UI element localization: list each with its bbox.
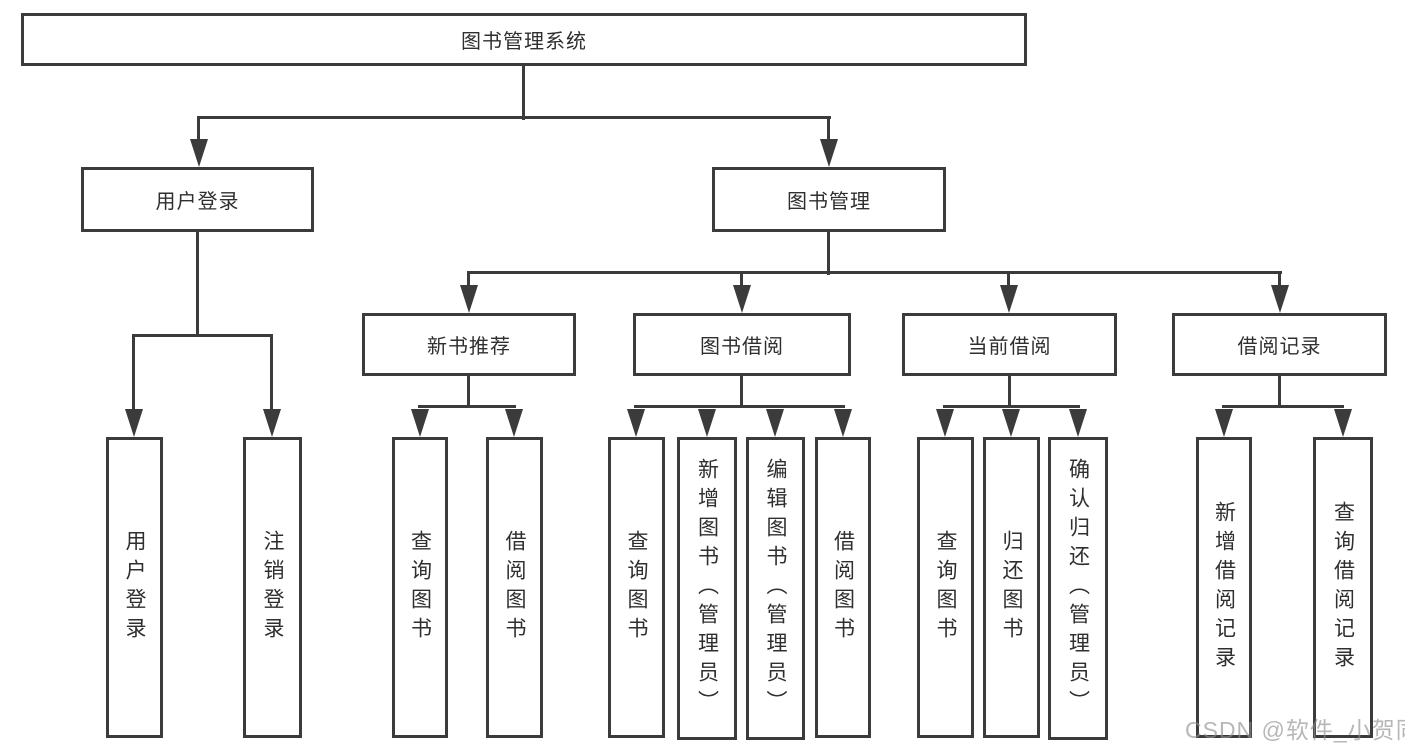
connector-line [522, 66, 525, 120]
leaf-confirm-return-admin: 确认归还（管理员） [1048, 437, 1108, 740]
csdn-watermark: CSDN @软件_小贺同学 [1185, 717, 1405, 743]
leaf-return-book: 归还图书 [983, 437, 1040, 738]
arrow-down-icon [1069, 409, 1087, 437]
connector-line [1007, 272, 1010, 290]
leaf-add-borrow-record: 新增借阅记录 [1196, 437, 1252, 738]
leaf-edit-book-admin: 编辑图书（管理员） [746, 437, 805, 740]
arrow-down-icon [627, 409, 645, 437]
leaf-logout: 注销登录 [243, 437, 302, 738]
connector-line [467, 271, 1282, 274]
node-current-borrow: 当前借阅 [902, 313, 1117, 376]
connector-line [1222, 405, 1344, 408]
arrow-down-icon [820, 139, 838, 167]
arrow-down-icon [460, 285, 478, 313]
node-book-borrow: 图书借阅 [633, 313, 851, 376]
arrow-down-icon [411, 409, 429, 437]
leaf-query-book: 查询图书 [608, 437, 665, 738]
connector-line [467, 376, 470, 408]
connector-line [196, 232, 199, 336]
connector-line [827, 117, 830, 142]
arrow-down-icon [766, 409, 784, 437]
arrow-down-icon [936, 409, 954, 437]
connector-line [943, 405, 1080, 408]
leaf-user-login: 用户登录 [106, 437, 163, 738]
node-new-book-rec: 新书推荐 [362, 313, 576, 376]
leaf-add-book-admin: 新增图书（管理员） [677, 437, 737, 740]
connector-line [1008, 376, 1011, 408]
arrow-down-icon [125, 409, 143, 437]
arrow-down-icon [1000, 285, 1018, 313]
leaf-borrow-book: 借阅图书 [815, 437, 871, 738]
node-user-login: 用户登录 [81, 167, 314, 232]
leaf-query-book: 查询图书 [392, 437, 448, 738]
arrow-down-icon [1334, 409, 1352, 437]
connector-line [132, 335, 135, 411]
connector-line [1278, 376, 1281, 408]
connector-line [740, 376, 743, 408]
arrow-down-icon [1002, 409, 1020, 437]
arrow-down-icon [834, 409, 852, 437]
arrow-down-icon [505, 409, 523, 437]
node-borrow-records: 借阅记录 [1172, 313, 1387, 376]
connector-line [740, 272, 743, 290]
node-root: 图书管理系统 [21, 13, 1027, 66]
connector-line [634, 405, 845, 408]
arrow-down-icon [698, 409, 716, 437]
leaf-borrow-book: 借阅图书 [486, 437, 543, 738]
arrow-down-icon [263, 409, 281, 437]
arrow-down-icon [1215, 409, 1233, 437]
connector-line [827, 232, 830, 275]
connector-line [270, 335, 273, 411]
connector-line [197, 116, 831, 119]
leaf-query-book: 查询图书 [917, 437, 974, 738]
connector-line [132, 334, 273, 337]
connector-line [1278, 272, 1281, 290]
connector-line [418, 405, 516, 408]
arrow-down-icon [190, 139, 208, 167]
connector-line [197, 117, 200, 142]
node-book-mgmt: 图书管理 [712, 167, 946, 232]
arrow-down-icon [1271, 285, 1289, 313]
leaf-query-borrow-record: 查询借阅记录 [1313, 437, 1373, 738]
arrow-down-icon [733, 285, 751, 313]
connector-line [467, 272, 470, 290]
